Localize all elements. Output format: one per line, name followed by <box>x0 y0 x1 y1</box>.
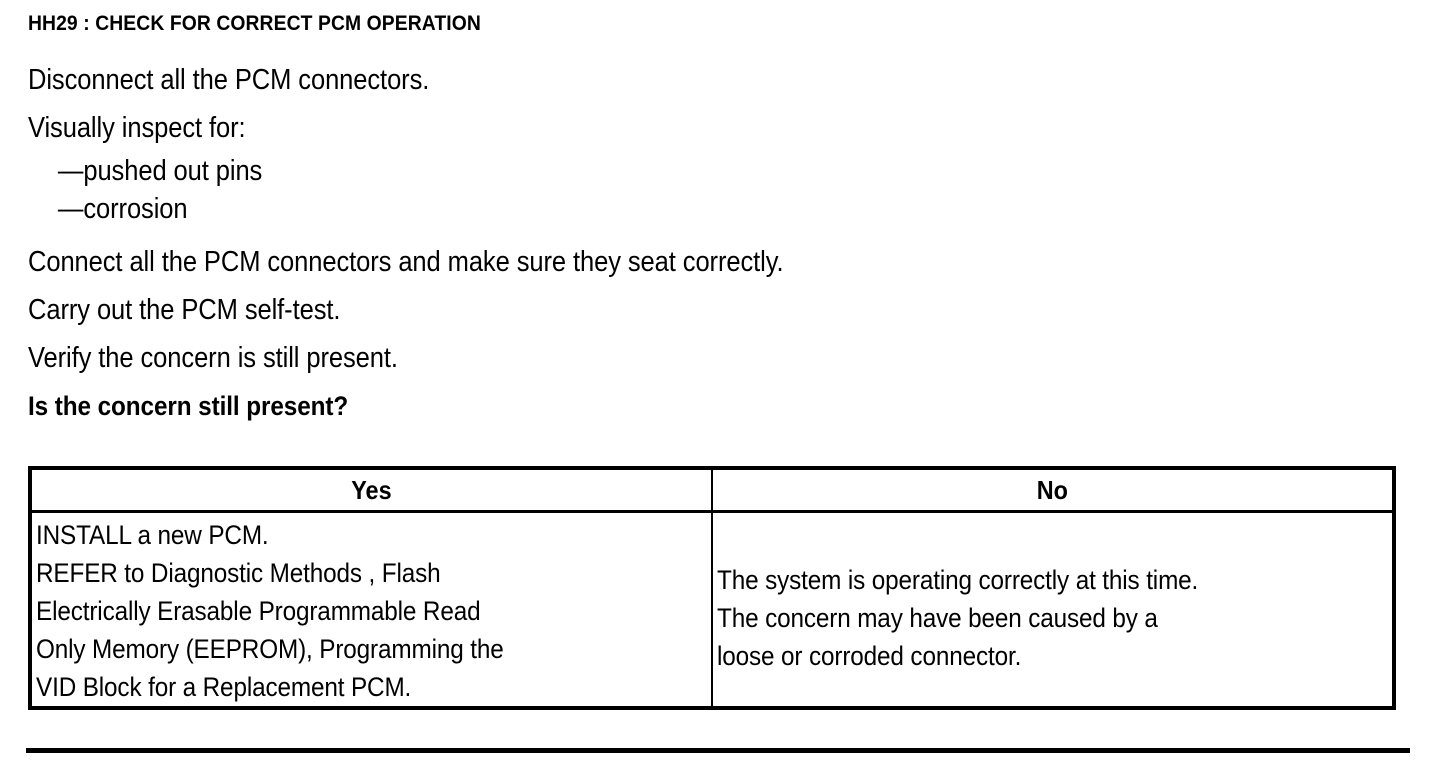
footer-divider <box>26 748 1410 753</box>
table-header-no-label: No <box>1036 474 1069 505</box>
table-header-yes-label: Yes <box>351 474 392 505</box>
instruction-line: Visually inspect for: <box>28 112 246 144</box>
instruction-line: Verify the concern is still present. <box>28 342 398 374</box>
instruction-list: Disconnect all the PCM connectors. Visua… <box>28 56 1408 430</box>
table-cell-yes: INSTALL a new PCM. REFER to Diagnostic M… <box>29 510 713 709</box>
table-header-row: Yes No <box>29 467 1395 513</box>
table-row: INSTALL a new PCM. REFER to Diagnostic M… <box>29 510 1395 709</box>
decision-question: Is the concern still present? <box>28 391 349 421</box>
yes-action-line: Electrically Erasable Programmable Read <box>36 596 481 626</box>
table-cell-no: The system is operating correctly at thi… <box>711 510 1395 709</box>
no-action-line: loose or corroded connector. <box>717 641 1022 671</box>
instruction-subitem: —corrosion <box>57 193 188 225</box>
yes-action-line: REFER to Diagnostic Methods , Flash <box>36 558 441 588</box>
yes-action-line: INSTALL a new PCM. <box>36 520 269 550</box>
decision-table: Yes No INSTALL a new PCM. REFER to Diagn… <box>28 466 1396 710</box>
page-title: HH29 : CHECK FOR CORRECT PCM OPERATION <box>28 12 481 35</box>
instruction-line: Disconnect all the PCM connectors. <box>28 64 430 96</box>
instruction-subitem: —pushed out pins <box>57 155 263 187</box>
yes-action-line: VID Block for a Replacement PCM. <box>36 672 412 702</box>
instruction-line: Connect all the PCM connectors and make … <box>28 246 784 278</box>
table-header-yes: Yes <box>29 467 713 513</box>
no-action-line: The concern may have been caused by a <box>717 603 1158 633</box>
instruction-line: Carry out the PCM self-test. <box>28 294 341 326</box>
table-header-no: No <box>711 467 1395 513</box>
yes-action-block: INSTALL a new PCM. REFER to Diagnostic M… <box>32 513 711 706</box>
no-action-line: The system is operating correctly at thi… <box>717 565 1199 595</box>
no-action-block: The system is operating correctly at thi… <box>713 513 1392 675</box>
yes-action-line: Only Memory (EEPROM), Programming the <box>36 634 504 664</box>
